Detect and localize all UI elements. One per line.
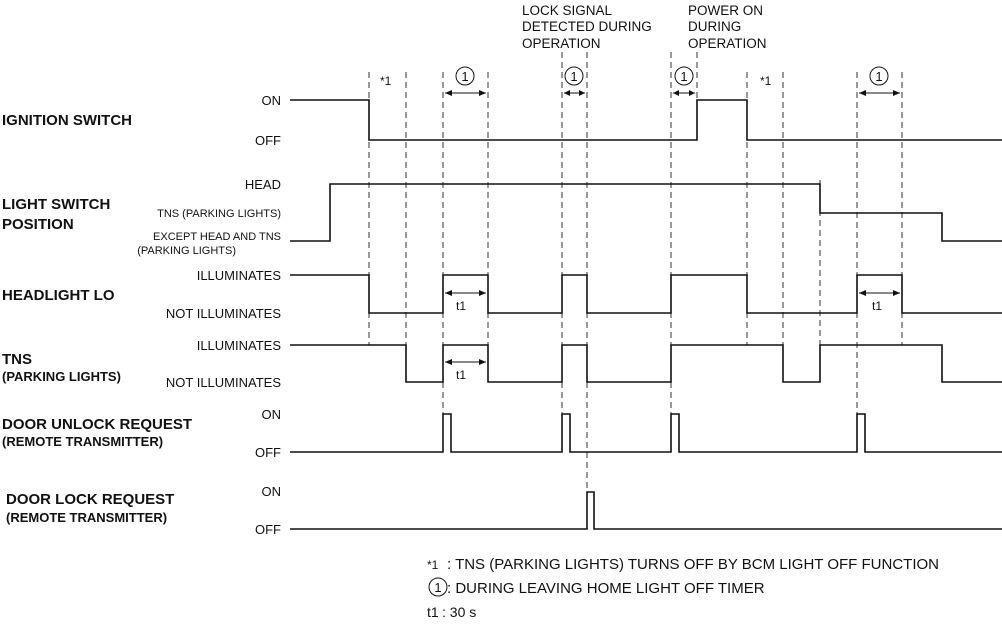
timer-marker-2: 1 [564,66,585,96]
t1-interval-headlight-2: t1 [859,290,900,313]
level-tns-not-illuminates: NOT ILLUMINATES [166,375,281,390]
waveform-door-unlock-request [290,413,1002,453]
svg-text:t1: t1 [456,368,466,382]
signal-name-tns-sub: (PARKING LIGHTS) [2,369,121,384]
timer-marker-4: 1 [859,66,900,96]
waveform-ignition-switch [290,99,1002,141]
svg-text:1: 1 [875,69,882,84]
power-on-label-line2: DURING [688,19,741,34]
level-light-except-line1: EXCEPT HEAD AND TNS [153,231,281,243]
level-ignition-off: OFF [255,133,281,148]
signal-name-light-switch-line1: LIGHT SWITCH [2,196,110,213]
note-circle1-text: : DURING LEAVING HOME LIGHT OFF TIMER [447,580,765,597]
svg-text:1: 1 [570,69,577,84]
signal-name-door-lock-sub: (REMOTE TRANSMITTER) [6,510,167,525]
timer-marker-3: 1 [673,66,695,96]
note-t1-key: t1 [427,604,439,620]
note-circle1-icon [428,577,448,597]
level-light-except-line2: (PARKING LIGHTS) [137,245,236,257]
power-on-label-line3: OPERATION [688,36,767,51]
star1-marker: *1 [760,74,772,88]
svg-text:1: 1 [680,69,687,84]
signal-name-tns: TNS [2,351,32,368]
note-circle1-key: 1 [434,580,441,595]
lock-signal-label-line2: DETECTED DURING [522,19,652,34]
signal-name-door-lock: DOOR LOCK REQUEST [6,491,174,508]
lock-signal-label-line3: OPERATION [522,36,601,51]
level-lock-on: ON [262,484,282,499]
waveform-headlight-lo [290,274,1002,314]
svg-text:t1: t1 [456,299,466,313]
level-lock-off: OFF [255,522,281,537]
note-star1-key: *1 [427,558,439,572]
level-headlight-not-illuminates: NOT ILLUMINATES [166,306,281,321]
signal-name-door-unlock-sub: (REMOTE TRANSMITTER) [2,434,163,449]
signal-name-light-switch-line2: POSITION [2,216,74,233]
level-ignition-on: ON [262,93,282,108]
signal-name-door-unlock: DOOR UNLOCK REQUEST [2,416,192,433]
t1-interval-tns: t1 [445,359,486,382]
level-light-head: HEAD [245,177,281,192]
level-tns-illuminates: ILLUMINATES [197,338,282,353]
signal-name-headlight-lo: HEADLIGHT LO [2,287,115,304]
waveform-light-switch-position [290,183,1002,242]
legend-notes: *1 : TNS (PARKING LIGHTS) TURNS OFF BY B… [427,556,939,620]
lock-signal-label-line1: LOCK SIGNAL [522,3,613,18]
waveform-door-lock-request [290,491,1002,530]
level-light-tns: TNS (PARKING LIGHTS) [157,208,281,220]
level-unlock-off: OFF [255,445,281,460]
signal-name-ignition: IGNITION SWITCH [2,112,132,129]
star1-marker: *1 [380,74,392,88]
level-headlight-illuminates: ILLUMINATES [197,268,282,283]
svg-text:t1: t1 [872,299,882,313]
timer-marker-1: 1 [445,66,486,96]
power-on-label-line1: POWER ON [688,3,763,18]
note-star1-text: : TNS (PARKING LIGHTS) TURNS OFF BY BCM … [447,556,939,573]
t1-interval-headlight-1: t1 [445,290,486,313]
waveform-tns [290,344,1002,383]
note-t1-text: : 30 s [442,604,476,620]
level-unlock-on: ON [262,407,282,422]
reference-lines [368,52,903,492]
svg-text:1: 1 [461,69,468,84]
